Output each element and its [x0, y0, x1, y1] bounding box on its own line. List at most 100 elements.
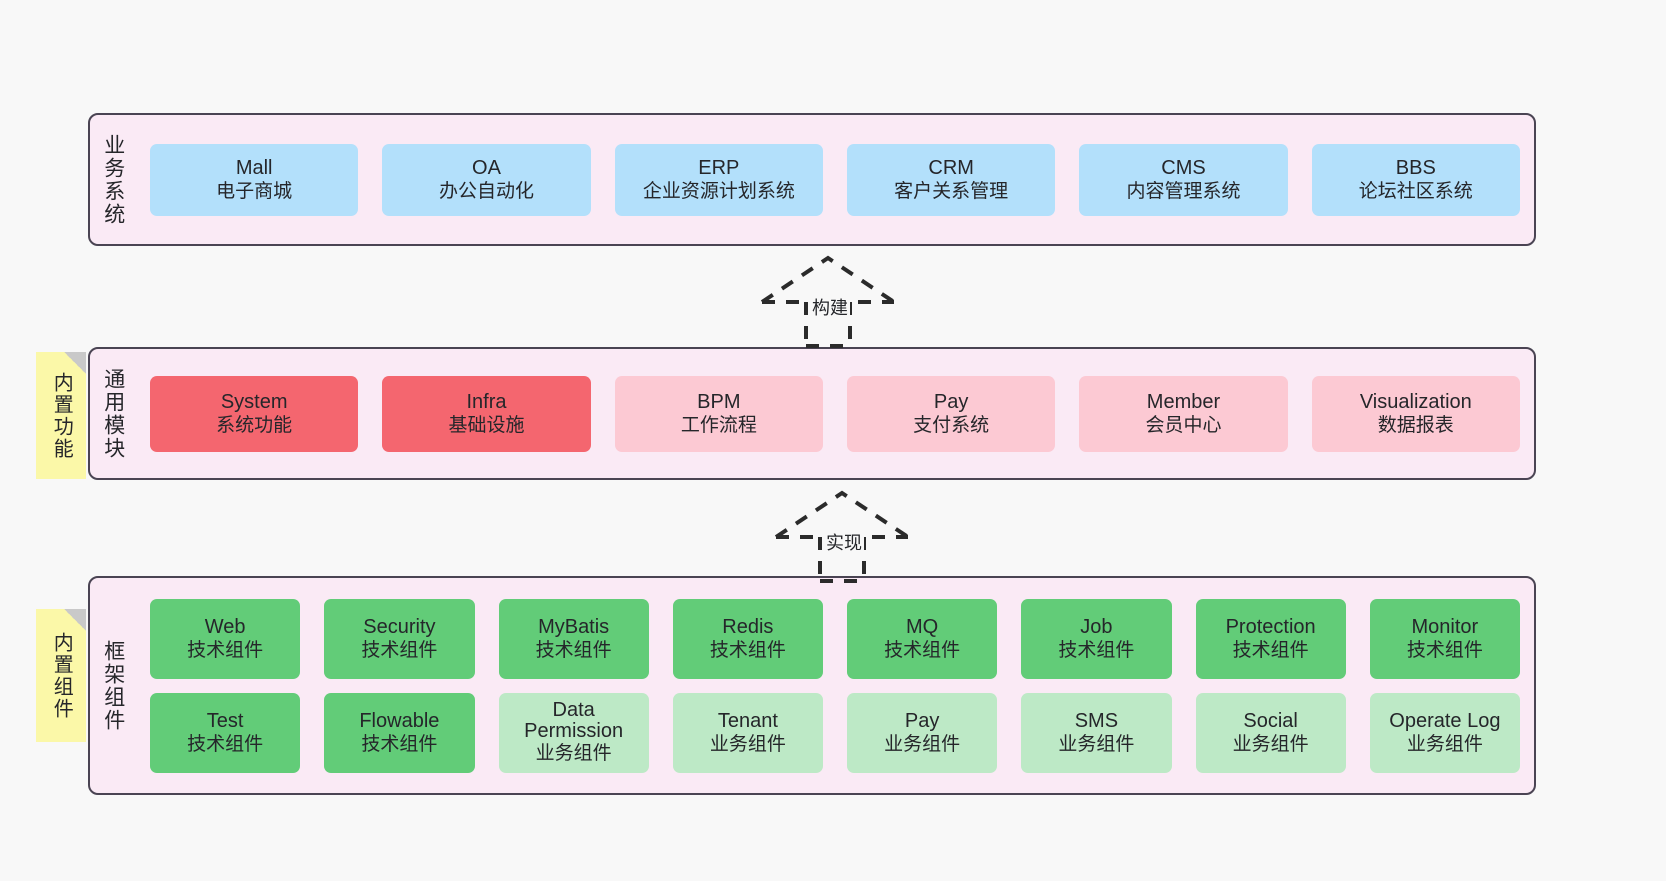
module-card-member[interactable]: Member 会员中心 [1079, 375, 1288, 452]
component-card-desc: 业务组件 [1232, 734, 1309, 756]
component-card-desc: 技术组件 [187, 734, 264, 756]
layer-row: Mall 电子商城 OA 办公自动化 ERP 企业资源计划系统 CRM 客户关系… [150, 143, 1520, 216]
module-card-bpm[interactable]: BPM 工作流程 [614, 375, 823, 452]
component-card-name: Pay [904, 709, 940, 732]
component-card-name: Job [1080, 615, 1113, 638]
component-card-operate-log[interactable]: Operate Log 业务组件 [1369, 692, 1520, 773]
module-card-pay[interactable]: Pay 支付系统 [846, 375, 1056, 452]
module-card-name: Pay [933, 390, 969, 413]
component-card-test[interactable]: Test 技术组件 [150, 692, 301, 773]
component-card-name: MyBatis [538, 615, 610, 638]
component-card-web[interactable]: Web 技术组件 [150, 598, 301, 679]
module-card-name: CMS [1161, 156, 1206, 179]
component-card-name: Data Permission [524, 698, 624, 742]
component-card-desc: 技术组件 [884, 640, 961, 662]
module-card-desc: 会员中心 [1145, 415, 1222, 437]
component-card-flowable[interactable]: Flowable 技术组件 [324, 692, 475, 773]
module-card-name: Visualization [1359, 390, 1472, 413]
component-card-desc: 技术组件 [535, 640, 612, 662]
component-card-data-permission[interactable]: Data Permission 业务组件 [498, 692, 649, 773]
component-card-pay[interactable]: Pay 业务组件 [847, 692, 998, 773]
module-card-desc: 办公自动化 [438, 181, 534, 203]
component-card-name: Protection [1225, 615, 1316, 638]
component-card-desc: 业务组件 [535, 742, 612, 764]
component-card-monitor[interactable]: Monitor 技术组件 [1369, 598, 1520, 679]
module-card-name: BPM [697, 390, 741, 413]
component-card-name: Web [204, 615, 246, 638]
component-card-mybatis[interactable]: MyBatis 技术组件 [498, 598, 649, 679]
module-card-erp[interactable]: ERP 企业资源计划系统 [614, 143, 823, 216]
component-card-desc: 业务组件 [1406, 734, 1483, 756]
module-card-desc: 内容管理系统 [1126, 181, 1241, 203]
connector-build: 构建 [758, 252, 898, 348]
component-card-name: Test [206, 709, 244, 732]
module-card-desc: 数据报表 [1377, 415, 1454, 437]
component-card-desc: 技术组件 [361, 734, 438, 756]
sticky-note-label: 内置功能 [50, 371, 73, 460]
component-card-desc: 技术组件 [1232, 640, 1309, 662]
component-card-desc: 技术组件 [1058, 640, 1135, 662]
component-card-redis[interactable]: Redis 技术组件 [672, 598, 823, 679]
component-card-name: Monitor [1411, 615, 1479, 638]
component-card-social[interactable]: Social 业务组件 [1195, 692, 1346, 773]
module-card-system[interactable]: System 系统功能 [150, 375, 359, 452]
module-card-desc: 客户关系管理 [894, 181, 1009, 203]
layer-row: Test 技术组件 Flowable 技术组件 Data Permission … [150, 692, 1520, 773]
module-card-visualization[interactable]: Visualization 数据报表 [1311, 375, 1520, 452]
component-card-mq[interactable]: MQ 技术组件 [847, 598, 998, 679]
module-card-infra[interactable]: Infra 基础设施 [382, 375, 591, 452]
module-card-name: BBS [1395, 156, 1436, 179]
component-card-desc: 技术组件 [187, 640, 264, 662]
connector-label-implement: 实现 [824, 529, 864, 555]
sticky-note-label: 内置组件 [50, 631, 73, 720]
component-card-desc: 业务组件 [884, 734, 961, 756]
component-card-sms[interactable]: SMS 业务组件 [1021, 692, 1172, 773]
module-card-name: Infra [466, 390, 507, 413]
layer-body-common-module: System 系统功能 Infra 基础设施 BPM 工作流程 Pay 支付系统… [136, 349, 1534, 478]
component-card-tenant[interactable]: Tenant 业务组件 [672, 692, 823, 773]
module-card-desc: 企业资源计划系统 [642, 181, 795, 203]
module-card-mall[interactable]: Mall 电子商城 [150, 143, 359, 216]
layer-framework-component: 框架组件 Web 技术组件 Security 技术组件 MyBatis 技术组件… [88, 576, 1536, 795]
component-card-security[interactable]: Security 技术组件 [324, 598, 475, 679]
layer-row: System 系统功能 Infra 基础设施 BPM 工作流程 Pay 支付系统… [150, 375, 1520, 452]
module-card-oa[interactable]: OA 办公自动化 [382, 143, 591, 216]
module-card-name: OA [472, 156, 501, 179]
component-card-desc: 技术组件 [709, 640, 786, 662]
component-card-protection[interactable]: Protection 技术组件 [1195, 598, 1346, 679]
layer-body-framework-component: Web 技术组件 Security 技术组件 MyBatis 技术组件 Redi… [136, 578, 1534, 793]
layer-row: Web 技术组件 Security 技术组件 MyBatis 技术组件 Redi… [150, 598, 1520, 679]
arrow-head-triangle [774, 490, 910, 539]
component-card-name: MQ [906, 615, 939, 638]
module-card-desc: 工作流程 [680, 415, 757, 437]
layer-business-system: 业务系统 Mall 电子商城 OA 办公自动化 ERP 企业资源计划系统 CRM… [88, 113, 1536, 246]
module-card-name: CRM [928, 156, 974, 179]
module-card-name: System [220, 390, 288, 413]
component-card-name: Tenant [717, 709, 778, 732]
component-card-name: SMS [1074, 709, 1119, 732]
sticky-note-builtin-component: 内置组件 [36, 609, 86, 742]
component-card-desc: 技术组件 [361, 640, 438, 662]
module-card-name: Mall [235, 156, 273, 179]
layer-title-framework-component: 框架组件 [101, 639, 125, 732]
connector-implement: 实现 [772, 487, 912, 583]
module-card-crm[interactable]: CRM 客户关系管理 [846, 143, 1056, 216]
module-card-cms[interactable]: CMS 内容管理系统 [1079, 143, 1288, 216]
component-card-job[interactable]: Job 技术组件 [1021, 598, 1172, 679]
layer-common-module: 通用模块 System 系统功能 Infra 基础设施 BPM 工作流程 Pay… [88, 347, 1536, 480]
component-card-desc: 业务组件 [709, 734, 786, 756]
module-card-name: Member [1146, 390, 1221, 413]
sticky-note-builtin-function: 内置功能 [36, 352, 86, 479]
component-card-name: Operate Log [1389, 709, 1501, 732]
module-card-desc: 支付系统 [913, 415, 990, 437]
component-card-name: Security [363, 615, 436, 638]
component-card-desc: 技术组件 [1406, 640, 1483, 662]
module-card-bbs[interactable]: BBS 论坛社区系统 [1311, 143, 1520, 216]
component-card-desc: 业务组件 [1058, 734, 1135, 756]
connector-label-build: 构建 [810, 294, 850, 320]
layer-title-common-module: 通用模块 [101, 367, 125, 460]
module-card-desc: 系统功能 [216, 415, 293, 437]
module-card-desc: 电子商城 [216, 181, 293, 203]
module-card-desc: 论坛社区系统 [1358, 181, 1473, 203]
